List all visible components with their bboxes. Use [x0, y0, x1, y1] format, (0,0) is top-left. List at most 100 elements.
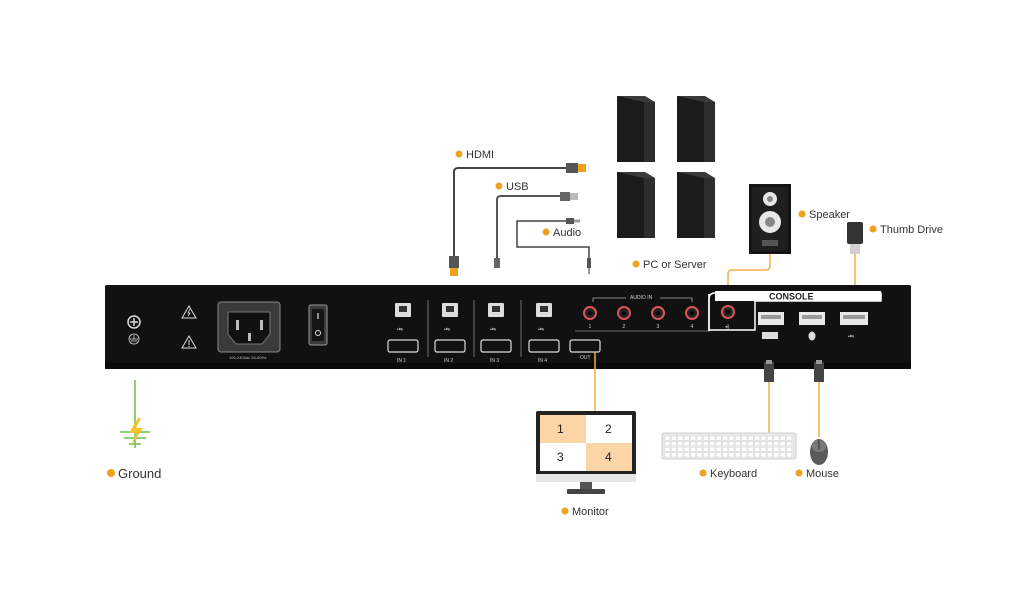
- audio-in-jack-4: 4: [685, 306, 699, 330]
- keyboard-key: [696, 441, 703, 447]
- keyboard-key: [754, 441, 760, 447]
- keyboard-key: [735, 452, 741, 458]
- keyboard-key: [728, 435, 735, 441]
- keyboard-key: [684, 452, 690, 458]
- power-rating-text: 100-240Vac 50-60Hz: [229, 355, 267, 360]
- caution-warning-icon: [181, 335, 197, 349]
- keyboard-key: [773, 441, 779, 447]
- keyboard-key: [696, 447, 703, 452]
- keyboard-key: [773, 447, 779, 452]
- keyboard-key: [760, 447, 767, 452]
- keyboard-key: [709, 447, 715, 452]
- usb-bullet: [495, 182, 503, 190]
- keyboard-key: [671, 435, 677, 441]
- svg-text:3: 3: [657, 324, 660, 330]
- speaker-cable: [727, 254, 771, 306]
- monitor-quadrant-2: 2: [605, 422, 612, 436]
- keyboard-key: [690, 452, 696, 458]
- keyboard-key: [696, 435, 703, 441]
- keyboard-key: [760, 435, 767, 441]
- mouse-plug: [814, 360, 824, 382]
- svg-text:2: 2: [623, 324, 626, 330]
- audio-in-label: AUDIO IN: [630, 295, 653, 301]
- audio-label: Audio: [553, 227, 581, 239]
- mouse-usb-port: [799, 312, 825, 341]
- keyboard-key: [690, 441, 696, 447]
- keyboard-key: [728, 441, 735, 447]
- keyboard-key: [664, 452, 671, 458]
- keyboard-key: [722, 435, 728, 441]
- keyboard-key: [748, 441, 754, 447]
- keyboard-key: [703, 452, 709, 458]
- server-tower-3: [617, 172, 655, 238]
- input-port-group-1: •⇆ IN 1: [387, 303, 419, 364]
- console-label: CONSOLE: [769, 292, 814, 302]
- keyboard-key: [780, 441, 786, 447]
- hdmi-in-4-label: IN 4: [538, 358, 547, 364]
- audio-in-jack-3: 3: [651, 306, 665, 330]
- keyboard-key: [690, 435, 696, 441]
- thumb-drive-label: Thumb Drive: [880, 224, 943, 236]
- svg-text:•⇆: •⇆: [490, 327, 496, 333]
- ground-bullet: [107, 469, 115, 477]
- usb-label: USB: [506, 181, 529, 193]
- hdmi-out-port: OUT: [569, 339, 601, 361]
- svg-text:•⇆: •⇆: [444, 327, 450, 333]
- keyboard-key: [773, 435, 779, 441]
- audio-cable: [516, 218, 591, 274]
- ground-screw-icon: [127, 315, 141, 345]
- svg-text:1: 1: [589, 324, 592, 330]
- keyboard-key: [671, 447, 677, 452]
- audio-in-section: AUDIO IN 1 2 3 4: [575, 294, 710, 332]
- keyboard-key: [709, 452, 715, 458]
- hdmi-in-1-label: IN 1: [397, 358, 406, 364]
- keyboard-key: [767, 435, 773, 441]
- monitor-device: 1 2 3 4: [536, 411, 636, 494]
- mouse-label: Mouse: [806, 468, 839, 480]
- keyboard-key: [741, 441, 747, 447]
- mouse-bullet: [795, 469, 803, 477]
- hdmi-in-2-label: IN 2: [444, 358, 453, 364]
- keyboard-key: [716, 441, 722, 447]
- keyboard-key: [722, 441, 728, 447]
- input-port-group-3: •⇆ IN 3: [480, 303, 512, 364]
- power-switch: [308, 304, 328, 346]
- keyboard-device: [661, 432, 797, 460]
- keyboard-key: [716, 452, 722, 458]
- svg-text:4: 4: [691, 324, 694, 330]
- svg-text:•⇆: •⇆: [538, 327, 544, 333]
- keyboard-key: [684, 447, 690, 452]
- thumb-drive-device: [847, 222, 863, 254]
- keyboard-key: [767, 452, 773, 458]
- hdmi-bullet: [455, 150, 463, 158]
- usb-cable: [494, 192, 578, 268]
- audio-in-jack-2: 2: [617, 306, 631, 330]
- keyboard-bullet: [699, 469, 707, 477]
- thumb-drive-usb-port: •⇆: [840, 312, 868, 340]
- pc-server-group: [617, 96, 715, 238]
- input-port-group-2: •⇆ IN 2: [434, 303, 466, 364]
- speaker-out-jack: ◂): [721, 305, 735, 330]
- keyboard-key: [716, 435, 722, 441]
- high-voltage-warning-icon: [181, 305, 197, 319]
- keyboard-key: [696, 452, 703, 458]
- keyboard-key: [767, 447, 773, 452]
- keyboard-key: [780, 452, 786, 458]
- speaker-label: Speaker: [809, 209, 850, 221]
- keyboard-key: [664, 447, 671, 452]
- keyboard-key: [786, 441, 792, 447]
- svg-text:◂): ◂): [725, 324, 730, 330]
- keyboard-key: [741, 447, 747, 452]
- keyboard-key: [677, 452, 683, 458]
- monitor-quadrant-4: 4: [605, 450, 612, 464]
- console-section: CONSOLE ◂) •⇆: [708, 291, 882, 341]
- keyboard-key: [671, 452, 677, 458]
- keyboard-key: [748, 452, 754, 458]
- keyboard-key: [735, 441, 741, 447]
- monitor-quadrant-1-bg: [540, 415, 586, 443]
- keyboard-label: Keyboard: [710, 468, 757, 480]
- keyboard-key: [748, 435, 754, 441]
- audio-in-jack-1: 1: [583, 306, 597, 330]
- keyboard-key: [722, 452, 728, 458]
